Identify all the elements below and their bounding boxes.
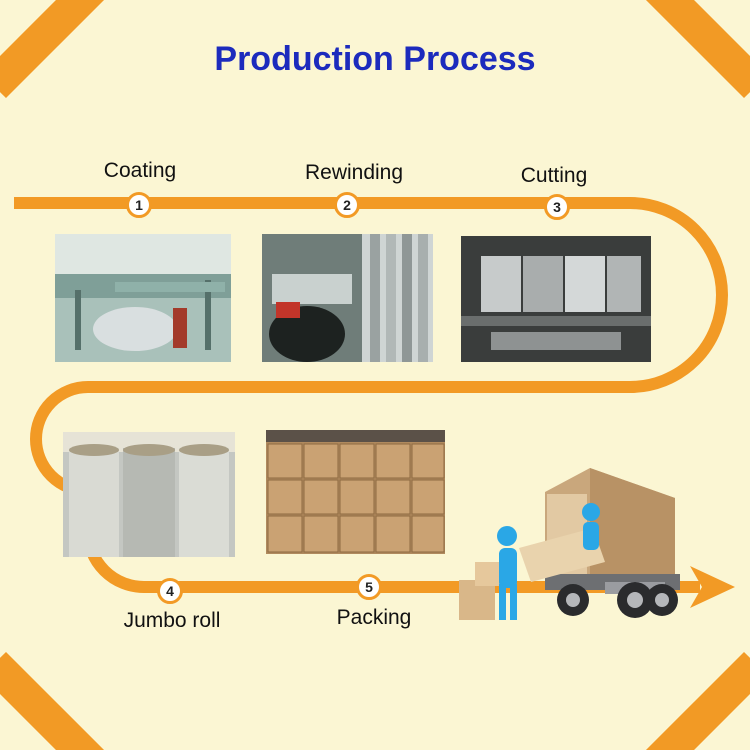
step-label-cutting: Cutting <box>520 164 588 187</box>
page-title: Production Process <box>214 40 536 78</box>
step-number-2: 2 <box>334 192 360 218</box>
packing-cartons-photo <box>266 430 445 554</box>
jumbo-rolls-icon <box>63 432 235 557</box>
step-number-4: 4 <box>157 578 183 604</box>
coating-machine-icon <box>55 234 231 362</box>
step-label-jumbo-roll: Jumbo roll <box>123 609 221 632</box>
flow-arrowhead-icon <box>690 566 735 608</box>
step-label-rewinding: Rewinding <box>304 161 404 184</box>
step-label-coating: Coating <box>103 159 177 182</box>
delivery-truck-icon <box>459 468 680 620</box>
jumbo-roll-photo <box>63 432 235 557</box>
step-number-1: 1 <box>126 192 152 218</box>
packed-cartons-icon <box>266 430 445 554</box>
step-label-packing: Packing <box>336 606 412 629</box>
rewinding-machine-photo <box>262 234 433 362</box>
rewinding-machine-icon <box>262 234 433 362</box>
step-number-5: 5 <box>356 574 382 600</box>
cutting-rolls-photo <box>461 236 651 362</box>
cutting-rolls-icon <box>461 236 651 362</box>
coating-machine-photo <box>55 234 231 362</box>
step-number-3: 3 <box>544 194 570 220</box>
